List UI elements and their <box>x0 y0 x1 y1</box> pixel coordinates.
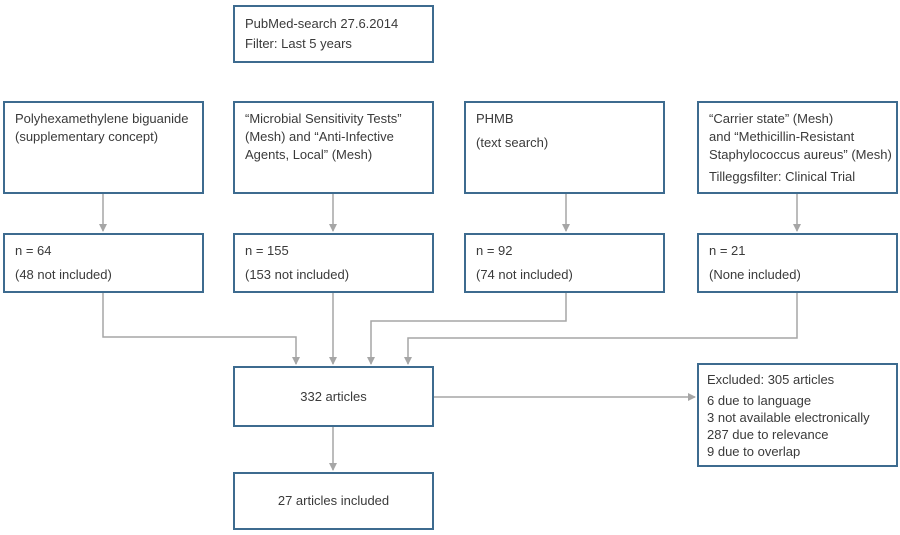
search-line: and “Methicillin-Resistant <box>709 129 855 144</box>
arrow-count1-to-merged <box>102 293 300 365</box>
included-articles-label: 27 articles included <box>277 493 390 508</box>
filter-label: Filter: Last 5 years <box>245 36 352 51</box>
included-articles-box: 27 articles included <box>233 472 434 530</box>
count-value: n = 92 <box>476 243 513 258</box>
search-box-microbial-sensitivity: “Microbial Sensitivity Tests” (Mesh) and… <box>233 101 434 194</box>
search-line: (Mesh) and “Anti-Infective <box>245 129 394 144</box>
count-box-4: n = 21 (None included) <box>697 233 898 293</box>
count-box-2: n = 155 (153 not included) <box>233 233 434 293</box>
search-line: “Microbial Sensitivity Tests” <box>245 111 402 126</box>
excluded-articles-box: Excluded: 305 articles 6 due to language… <box>697 363 898 467</box>
search-line: Agents, Local” (Mesh) <box>245 147 373 162</box>
count-value: n = 155 <box>245 243 289 258</box>
count-value: n = 64 <box>15 243 52 258</box>
excluded-reason: 287 due to relevance <box>707 427 829 442</box>
search-line: Staphylococcus aureus” (Mesh) <box>709 147 892 162</box>
count-note: (153 not included) <box>245 267 350 282</box>
arrow-count3-to-merged <box>367 293 567 365</box>
merged-articles-label: 332 articles <box>300 388 367 404</box>
search-date-label: PubMed-search 27.6.2014 <box>245 16 399 31</box>
search-box-carrier-state: “Carrier state” (Mesh) and “Methicillin-… <box>697 101 898 194</box>
merged-articles-box: 332 articles <box>233 366 434 427</box>
excluded-reason: 6 due to language <box>707 393 812 408</box>
excluded-title: Excluded: 305 articles <box>707 372 835 387</box>
search-line: Polyhexamethylene biguanide <box>15 111 189 126</box>
search-line: (supplementary concept) <box>15 129 159 144</box>
count-box-1: n = 64 (48 not included) <box>3 233 204 293</box>
search-box-phmb-text: PHMB (text search) <box>464 101 665 194</box>
search-line: “Carrier state” (Mesh) <box>709 111 834 126</box>
search-line: (text search) <box>476 135 549 150</box>
pubmed-search-box: PubMed-search 27.6.2014 Filter: Last 5 y… <box>233 5 434 63</box>
count-box-3: n = 92 (74 not included) <box>464 233 665 293</box>
count-note: (74 not included) <box>476 267 573 282</box>
search-line: Tilleggsfilter: Clinical Trial <box>709 169 856 184</box>
count-note: (None included) <box>709 267 801 282</box>
arrow-count4-to-merged <box>404 293 798 365</box>
count-note: (48 not included) <box>15 267 112 282</box>
search-box-phmb-concept: Polyhexamethylene biguanide (supplementa… <box>3 101 204 194</box>
count-value: n = 21 <box>709 243 746 258</box>
excluded-reason: 3 not available electronically <box>707 410 870 425</box>
search-line: PHMB <box>476 111 514 126</box>
excluded-reason: 9 due to overlap <box>707 444 801 459</box>
